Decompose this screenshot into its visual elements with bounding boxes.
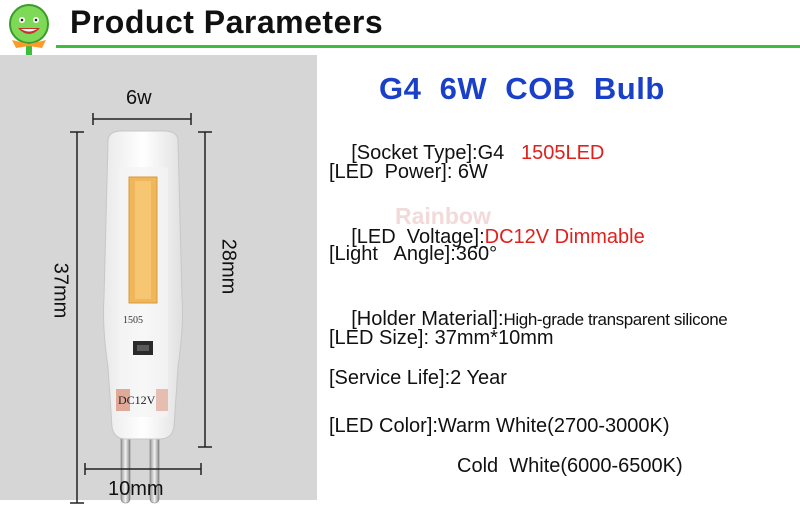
spec-led-size: [LED Size]: 37mm*10mm xyxy=(329,327,554,349)
dimension-bottom-arrow-icon xyxy=(84,463,202,475)
dimension-top-width: 6w xyxy=(126,87,152,109)
header-divider xyxy=(56,45,800,48)
spec-service-life: [Service Life]:2 Year xyxy=(329,367,507,389)
dimension-top-arrow-icon xyxy=(92,113,192,125)
dimension-total-length: 37mm xyxy=(49,262,72,319)
bulb-voltage-label: DC12V xyxy=(118,393,156,407)
dimension-body-length: 28mm xyxy=(217,238,240,295)
watermark-text: Rainbow xyxy=(395,203,491,229)
spec-led-color-cold: Cold White(6000-6500K) xyxy=(457,455,683,477)
spec-led-voltage: [LED Voltage]:DC12V Dimmable xyxy=(351,226,645,248)
spec-light-angle: [Light Angle]:360° xyxy=(329,243,498,265)
dimension-body-length-icon xyxy=(198,131,212,448)
specs-panel: G4 6W COB Bulb Rainbow [Socket Type]:G4 … xyxy=(317,55,800,500)
spec-voltage-value: DC12V Dimmable xyxy=(484,226,645,248)
smiley-logo-icon xyxy=(9,4,49,70)
g4-bulb-image xyxy=(103,130,183,504)
spec-socket-highlight: 1505LED xyxy=(520,142,605,164)
product-image-panel: 6w 37mm 28mm xyxy=(0,55,317,504)
spec-led-power: [LED Power]: 6W xyxy=(329,161,488,183)
spec-holder-material: [Holder Material]:High-grade transparent… xyxy=(351,308,728,330)
product-title: G4 6W COB Bulb xyxy=(379,71,665,106)
page-title: Product Parameters xyxy=(70,4,384,40)
spec-socket-type: [Socket Type]:G4 1505LED xyxy=(351,142,605,164)
header-bar: Product Parameters xyxy=(0,0,800,70)
spec-led-color-warm: [LED Color]:Warm White(2700-3000K) xyxy=(329,415,670,437)
dimension-bottom-width: 10mm xyxy=(108,478,164,500)
spec-holder-value: High-grade transparent silicone xyxy=(503,310,728,329)
dimension-total-length-icon xyxy=(70,131,84,504)
bulb-chip-label: 1505 xyxy=(123,315,143,326)
